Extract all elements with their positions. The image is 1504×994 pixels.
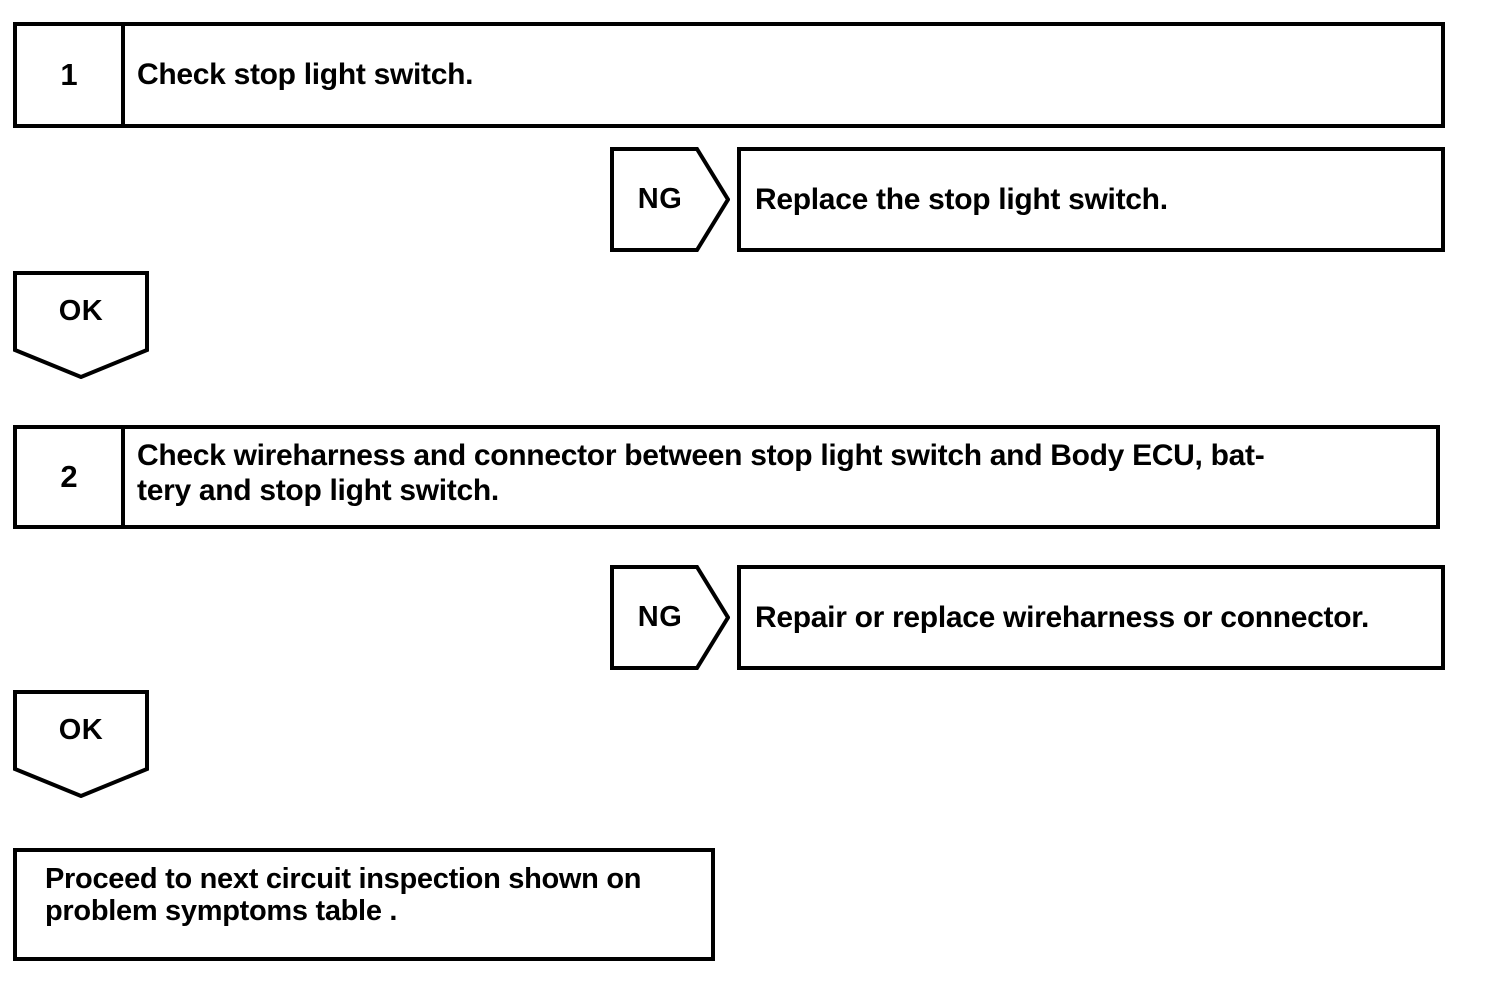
step-text-2-line1: Check wireharness and connector between …: [137, 439, 1265, 472]
ng-result-text-1: Replace the stop light switch.: [755, 182, 1168, 216]
ok-arrow-label-1: OK: [58, 294, 104, 327]
step-number-2: 2: [17, 429, 125, 525]
ok-arrow-2: OK: [13, 690, 149, 798]
ng-result-text-2: Repair or replace wireharness or connect…: [755, 600, 1370, 634]
step-box-2: 2 Check wireharness and connector betwee…: [13, 425, 1440, 529]
ng-arrow-1: NG: [610, 147, 730, 252]
ng-arrow-2: NG: [610, 565, 730, 670]
terminal-text-line2: problem symptoms table .: [45, 894, 398, 927]
step-number-1: 1: [17, 26, 125, 124]
ok-arrow-1: OK: [13, 271, 149, 379]
terminal-text-line1: Proceed to next circuit inspection shown…: [45, 863, 642, 895]
ng-result-box-1: Replace the stop light switch.: [737, 147, 1445, 252]
ng-arrow-label-1: NG: [637, 183, 683, 215]
step-box-1: 1 Check stop light switch.: [13, 22, 1445, 128]
step-text-1: Check stop light switch.: [137, 58, 474, 92]
terminal-box: Proceed to next circuit inspection shown…: [13, 848, 715, 961]
ng-result-box-2: Repair or replace wireharness or connect…: [737, 565, 1445, 670]
ok-arrow-label-2: OK: [58, 713, 104, 746]
ng-arrow-label-2: NG: [637, 601, 683, 633]
step-text-2-line2: tery and stop light switch.: [137, 474, 499, 508]
step-text-2: Check wireharness and connector between …: [125, 429, 1436, 525]
